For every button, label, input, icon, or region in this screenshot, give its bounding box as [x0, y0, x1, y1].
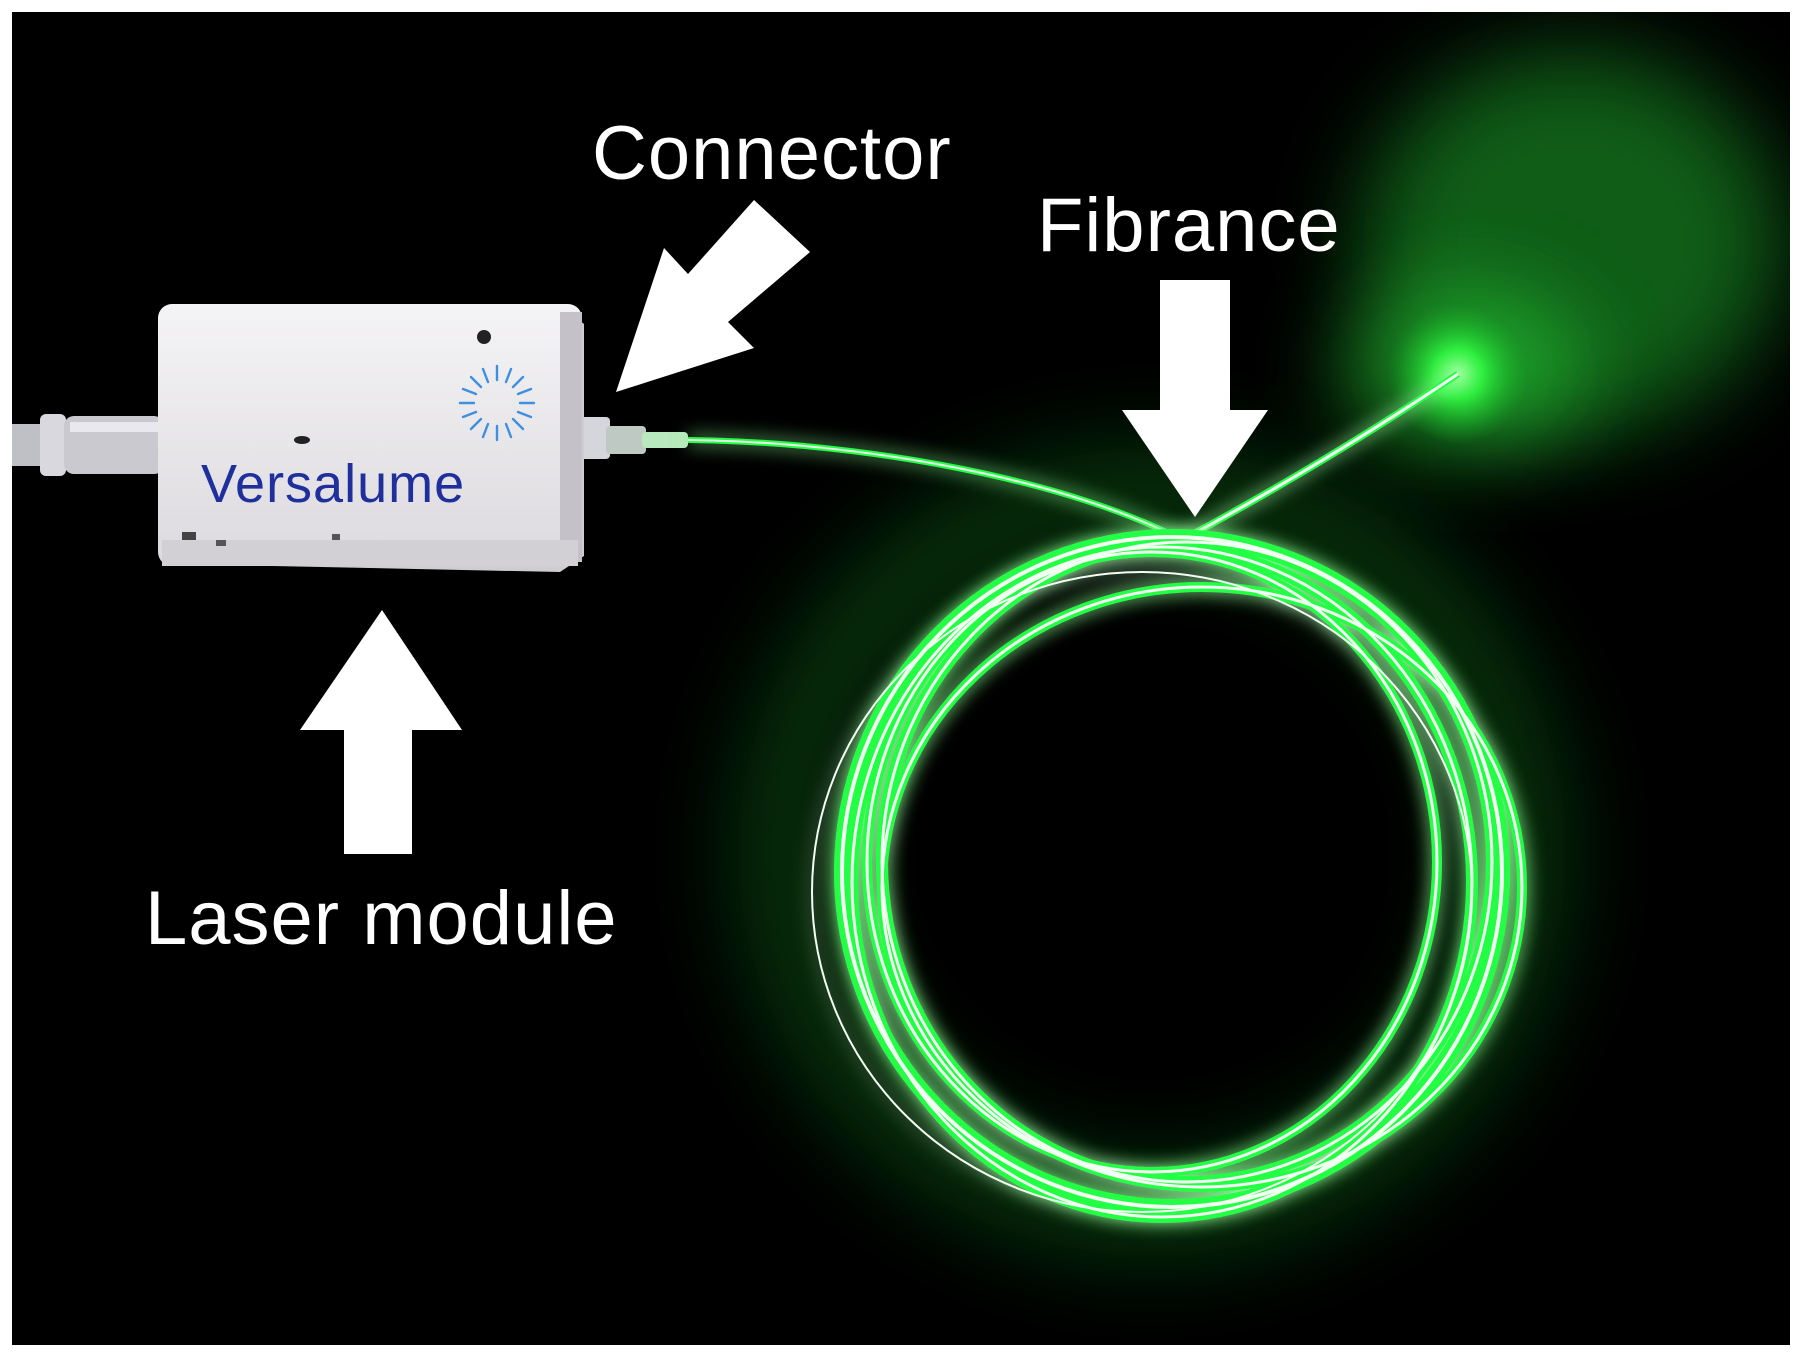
- device-brand-text: Versalume: [201, 454, 466, 514]
- laser-module-arrow: [300, 610, 462, 854]
- connector-arrow: [616, 200, 810, 392]
- fiber-connector: [578, 417, 688, 459]
- fibrance-arrow: [1122, 280, 1268, 517]
- photo-scene: [12, 52, 1782, 1257]
- photo-frame: Connector Fibrance Laser module Versalum…: [12, 12, 1790, 1345]
- power-cable: [12, 414, 164, 476]
- fibrance-label: Fibrance: [1037, 183, 1341, 268]
- starburst-logo-icon: [458, 364, 536, 442]
- laser-module-box: [158, 304, 584, 572]
- fibrance-coil: [811, 529, 1527, 1223]
- laser-module-label: Laser module: [145, 876, 618, 961]
- connector-label: Connector: [592, 111, 952, 196]
- fibrance-fiber: [687, 371, 1460, 544]
